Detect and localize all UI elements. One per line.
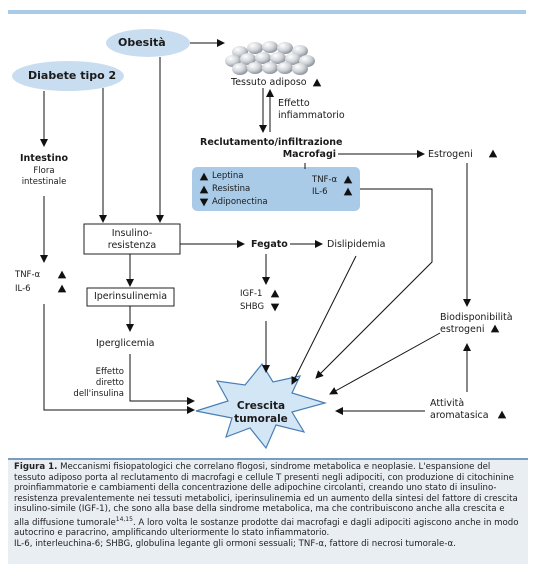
diabete-label: Diabete tipo 2 <box>28 69 117 82</box>
il6-left-up-icon <box>57 284 67 293</box>
tnf-box-up-icon <box>343 175 353 184</box>
arrow-biodisp-crescita <box>329 332 441 395</box>
reclutamento-line-1: Reclutamento/infiltrazione <box>200 137 343 148</box>
tessuto-up-icon <box>312 78 322 87</box>
adipokine-box <box>192 167 360 211</box>
tnf-alpha-box-label: TNF-α <box>312 175 338 185</box>
igf1-label: IGF-1 <box>240 289 263 299</box>
igf1-up-icon <box>270 289 280 298</box>
resistina-up-icon <box>199 185 209 194</box>
il6-box-label: IL-6 <box>312 187 328 197</box>
il6-box-up-icon <box>343 187 353 196</box>
attivita-line-2: aromatasica <box>430 410 489 421</box>
shbg-label: SHBG <box>240 302 265 312</box>
flora-line-2: intestinale <box>21 177 67 187</box>
reclutamento-line-2: Macrofagi <box>282 149 336 160</box>
top-bar <box>8 10 526 14</box>
crescita-tumorale-burst <box>195 362 328 450</box>
figure-caption: Figura 1. Meccanismi fisiopatologici che… <box>14 462 522 550</box>
crescita-line-2: tumorale <box>234 413 288 425</box>
biodisp-line-2: estrogeni <box>440 324 485 335</box>
crescita-line-1: Crescita <box>236 400 286 412</box>
arrow-dislipidemia-crescita <box>291 255 357 385</box>
caption-text-2: . A loro volta le sostanze prodotte dai … <box>14 517 519 539</box>
insulino-line-1: Insulino- <box>111 228 153 239</box>
caption-text: Meccanismi fisiopatologici che correlano… <box>14 462 518 528</box>
obesita-label: Obesità <box>118 36 166 49</box>
adipose-tissue-icon <box>225 41 315 75</box>
tnf-alpha-left-label: TNF-α <box>15 270 41 280</box>
caption-box <box>8 458 528 564</box>
il6-left-label: IL-6 <box>15 284 31 294</box>
effetto-diretto-1: Effetto <box>95 367 124 377</box>
arrow-iperglicemia-crescita <box>129 354 195 405</box>
shbg-down-icon <box>270 303 280 312</box>
effetto-infiammatorio-1: Effetto <box>278 98 310 109</box>
adiponectina-down-icon <box>199 198 209 207</box>
obesita-ellipse <box>106 29 190 57</box>
fegato-label: Fegato <box>251 239 288 250</box>
dislipidemia-label: Dislipidemia <box>327 239 386 250</box>
caption-refs: 14,15 <box>115 515 133 523</box>
iperglicemia-label: Iperglicemia <box>96 338 155 349</box>
arrow-tnf-crescita <box>43 304 195 414</box>
effetto-diretto-2: diretto <box>95 378 124 388</box>
effetto-diretto-3: dell'insulina <box>73 389 124 399</box>
resistina-label: Resistina <box>212 184 251 194</box>
biodisp-line-1: Biodisponibilità <box>440 312 513 323</box>
leptina-up-icon <box>199 172 209 181</box>
intestino-label: Intestino <box>19 153 69 164</box>
attivita-line-1: Attività <box>430 398 465 409</box>
arrow-box-crescita <box>315 188 433 379</box>
insulino-line-2: resistenza <box>107 240 157 251</box>
diabete-ellipse <box>12 61 124 91</box>
effetto-infiammatorio-2: infiammatorio <box>278 110 345 121</box>
tnf-left-up-icon <box>57 270 67 279</box>
estrogeni-up-icon <box>488 149 498 158</box>
tessuto-adiposo-label: Tessuto adiposo <box>231 77 307 88</box>
insulino-resistenza-box <box>83 223 181 255</box>
iperinsulinemia-label: Iperinsulinemia <box>93 291 168 302</box>
estrogeni-label: Estrogeni <box>428 149 473 160</box>
flora-line-1: Flora <box>33 166 55 176</box>
caption-abbreviations: IL-6, interleuchina-6; SHBG, globulina l… <box>14 539 456 550</box>
leptina-label: Leptina <box>212 171 244 181</box>
adiponectina-label: Adiponectina <box>212 197 268 207</box>
biodisp-up-icon <box>490 324 500 333</box>
attivita-up-icon <box>497 410 507 419</box>
caption-label: Figura 1. <box>14 462 58 472</box>
